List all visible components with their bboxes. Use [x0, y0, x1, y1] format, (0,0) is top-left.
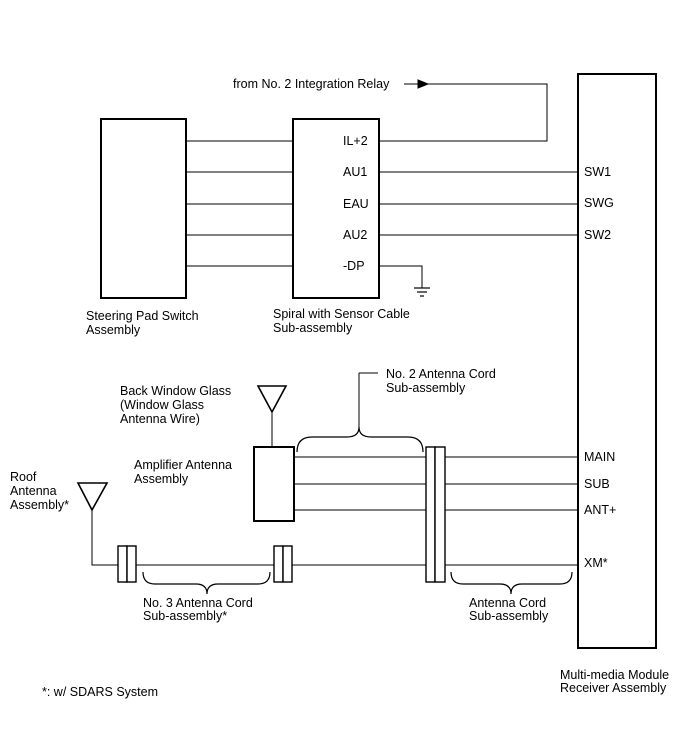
- no3-connector-a-left: [117, 545, 128, 583]
- amplifier-label-2: Assembly: [134, 472, 189, 486]
- ground-icon: [414, 287, 430, 297]
- spiral-cable-label-2: Sub-assembly: [273, 321, 353, 335]
- receiver-pin-sw1: SW1: [584, 165, 611, 179]
- no2-cord-label-1: No. 2 Antenna Cord: [386, 367, 496, 381]
- no3-connector-a-right: [126, 545, 137, 583]
- no3-cord-label-1: No. 3 Antenna Cord: [143, 596, 253, 610]
- receiver-box: [577, 73, 657, 649]
- no2-cord-label-2: Sub-assembly: [386, 381, 466, 395]
- receiver-pin-antplus: ANT+: [584, 503, 616, 517]
- relay-label: from No. 2 Integration Relay: [233, 77, 390, 91]
- receiver-pin-swg: SWG: [584, 196, 614, 210]
- receiver-label-1: Multi-media Module: [560, 668, 669, 682]
- no2-cord-brace: [296, 426, 424, 453]
- spiral-pin-eau: EAU: [343, 197, 369, 211]
- roof-antenna-lead: [91, 510, 118, 566]
- amplifier-label-1: Amplifier Antenna: [134, 458, 232, 472]
- receiver-pin-sw2: SW2: [584, 228, 611, 242]
- no3-cord-brace: [142, 571, 271, 595]
- back-window-label-3: Antenna Wire): [120, 412, 200, 426]
- spiral-pin-au1: AU1: [343, 165, 367, 179]
- receiver-pin-main: MAIN: [584, 450, 615, 464]
- roof-antenna-label-2: Antenna: [10, 484, 57, 498]
- steering-pad-label-1: Steering Pad Switch: [86, 309, 199, 323]
- amplifier-antenna-box: [253, 446, 295, 522]
- antenna-cord-label-2: Sub-assembly: [469, 609, 549, 623]
- roof-antenna-label-3: Assembly*: [10, 498, 69, 512]
- back-window-antenna-icon: [256, 385, 288, 414]
- wire-dp-ground: [379, 265, 423, 288]
- receiver-pin-sub: SUB: [584, 477, 610, 491]
- receiver-pin-xm: XM*: [584, 556, 608, 570]
- spiral-pin-au2: AU2: [343, 228, 367, 242]
- spiral-pin-il2: IL+2: [343, 134, 368, 148]
- receiver-label-2: Receiver Assembly: [560, 681, 667, 695]
- footnote: *: w/ SDARS System: [42, 685, 158, 699]
- roof-antenna-label-1: Roof: [10, 470, 37, 484]
- relay-arrow-icon: [417, 79, 430, 89]
- wire-il2-relay: [379, 83, 548, 142]
- back-window-label-1: Back Window Glass: [120, 384, 231, 398]
- antenna-cord-brace: [450, 571, 573, 595]
- spiral-cable-box: [292, 118, 380, 299]
- no3-connector-b-left: [273, 545, 284, 583]
- steering-pad-label-2: Assembly: [86, 323, 141, 337]
- antenna-connector-left: [425, 446, 436, 583]
- spiral-pin-dp: -DP: [343, 259, 365, 273]
- steering-pad-switch-box: [100, 118, 187, 299]
- antenna-cord-label-1: Antenna Cord: [469, 596, 546, 610]
- back-window-label-2: (Window Glass: [120, 398, 204, 412]
- no3-connector-b-right: [282, 545, 293, 583]
- no3-cord-label-2: Sub-assembly*: [143, 609, 227, 623]
- roof-antenna-icon: [76, 482, 109, 512]
- spiral-cable-label-1: Spiral with Sensor Cable: [273, 307, 410, 321]
- antenna-connector-right: [434, 446, 446, 583]
